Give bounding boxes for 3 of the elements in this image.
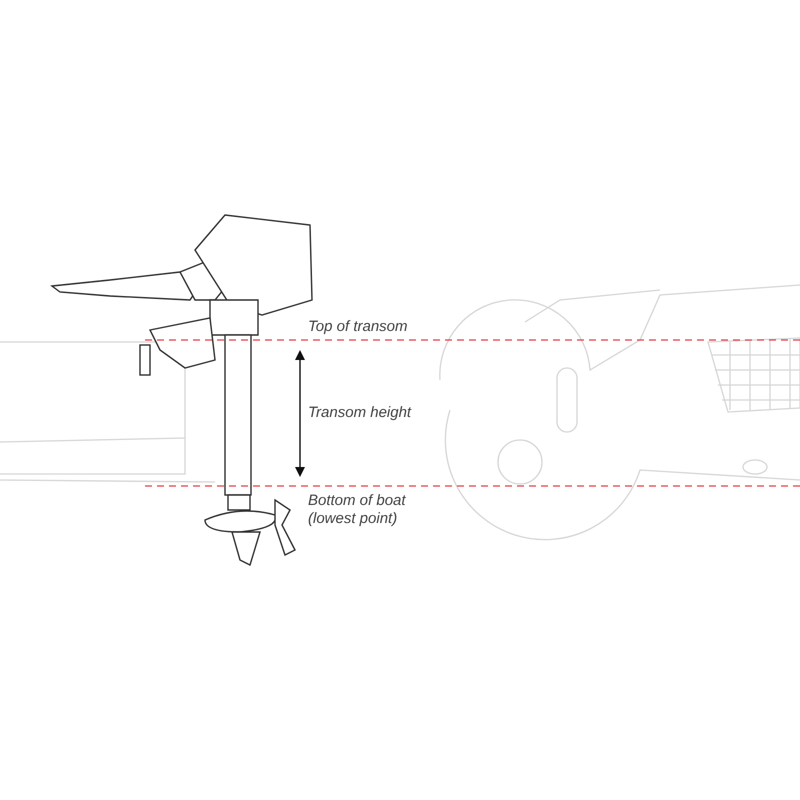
- reference-label: Bottom of boat (lowest point): [308, 492, 407, 528]
- reference-label: Top of transom: [308, 318, 408, 336]
- dimension-label: Transom height: [308, 404, 412, 422]
